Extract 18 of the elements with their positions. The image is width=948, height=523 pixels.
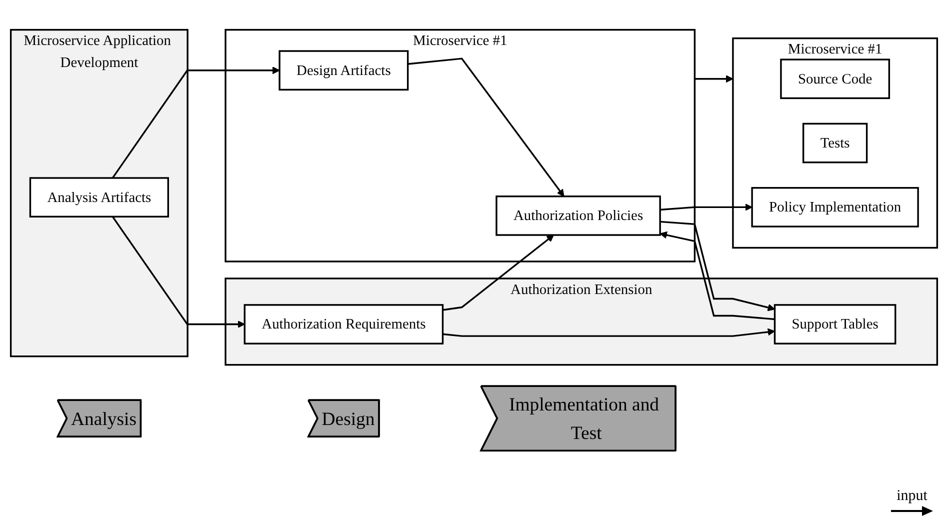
arrow [660,220,776,311]
node-box: Tests [802,122,868,163]
node-box: Policy Implementation [751,186,919,228]
arrow [112,216,245,328]
node-box: Support Tables [774,304,896,344]
arrow [694,74,734,82]
node-box: Source Code [780,58,890,99]
node-box: Authorization Requirements [244,304,444,344]
arrow [442,328,776,337]
arrow [408,57,564,196]
legend-text: input [896,488,928,505]
node-box: Analysis Artifacts [29,176,169,218]
arrow [112,66,280,178]
node-box: Design Artifacts [278,50,409,90]
node-box: Authorization Policies [496,195,661,236]
arrow [660,231,775,320]
arrow [660,203,752,211]
arrow [442,234,554,311]
